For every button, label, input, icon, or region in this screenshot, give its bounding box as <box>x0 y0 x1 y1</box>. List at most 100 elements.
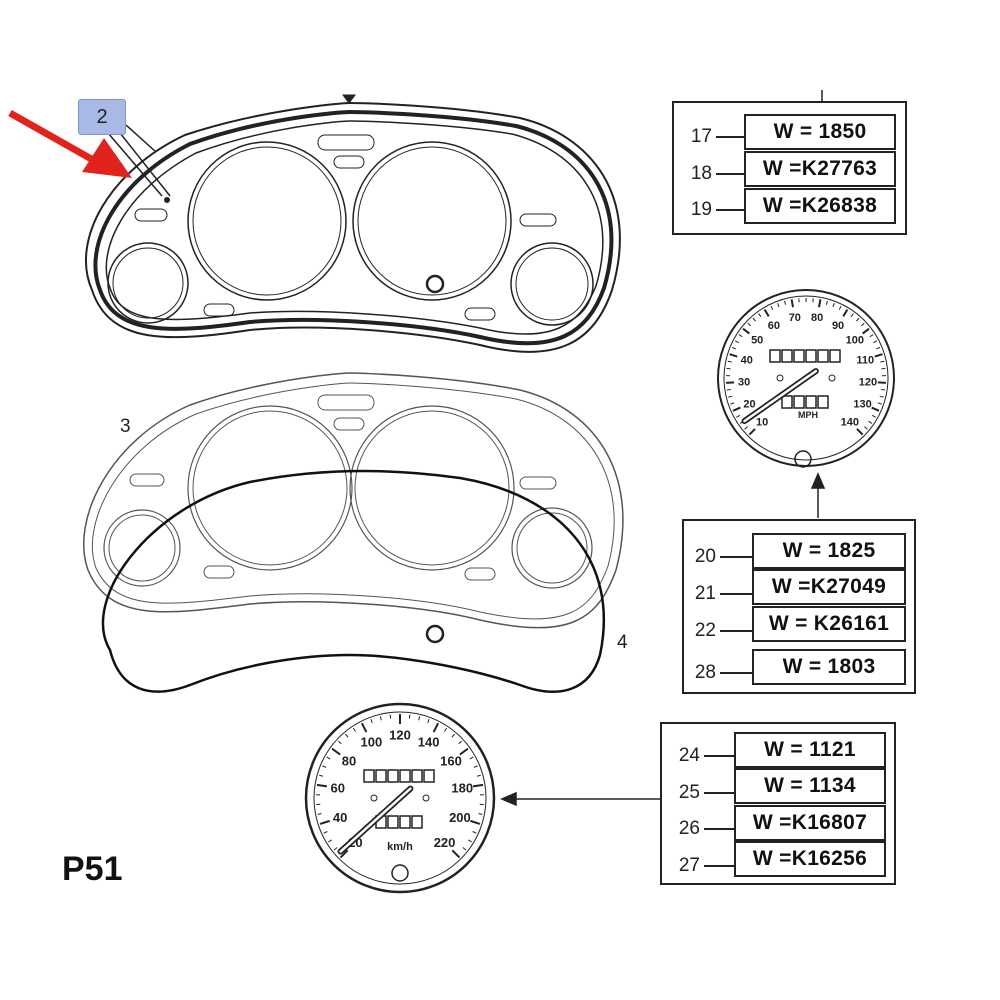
instrument-cluster-front <box>83 372 624 629</box>
gauge-minor-tick <box>856 317 860 322</box>
gauge-minor-tick <box>473 765 478 768</box>
gauge-minor-tick <box>322 765 327 768</box>
gauge-tick <box>451 849 461 859</box>
part-code-cell: W = 1121 <box>734 732 886 768</box>
seal-knob <box>425 624 445 644</box>
gauge-scale-label: 120 <box>859 377 877 389</box>
gauge-tick <box>856 428 864 436</box>
gauge-tick <box>316 783 328 788</box>
gauge-scale-label: 200 <box>449 810 471 825</box>
gauge-scale-label: 30 <box>738 377 750 389</box>
gauge-tick <box>331 747 341 756</box>
page-code: P51 <box>62 850 123 888</box>
gauge-tick <box>871 406 880 412</box>
gauge-minor-tick <box>337 740 342 745</box>
ref-tick <box>704 755 734 757</box>
odometer-digit-box <box>411 815 423 829</box>
gauge-minor-tick <box>462 847 467 851</box>
odometer-digit-box <box>793 395 805 409</box>
gauge-minor-tick <box>871 414 876 418</box>
gauge-minor-tick <box>868 420 873 424</box>
gauge-minor-tick <box>444 727 448 732</box>
part-code-cell: W = K26161 <box>752 606 906 642</box>
part-code-cell: W = 1803 <box>752 649 906 685</box>
gauge-minor-tick <box>323 831 328 834</box>
ref-tick <box>720 630 752 632</box>
odometer-digit-box <box>399 815 411 829</box>
gauge-scale-label: 120 <box>389 728 411 743</box>
gauge-needle-highlight <box>339 787 412 853</box>
gauge-minor-tick <box>451 733 455 738</box>
gauge-scale-label: 50 <box>751 335 763 347</box>
gauge-tick <box>842 309 849 317</box>
odometer-digit-box <box>363 769 375 783</box>
odometer-digit-box <box>829 349 841 363</box>
gauge-minor-tick <box>478 813 483 815</box>
part-code-cell: W =K16256 <box>734 841 886 877</box>
odometer-digit-box <box>817 349 829 363</box>
gauge-tick <box>360 722 368 733</box>
gauge-minor-tick <box>333 847 338 851</box>
odometer-digit-box <box>399 769 411 783</box>
gauge-minor-tick <box>472 831 477 834</box>
highlight-arrow <box>8 109 132 178</box>
odometer-digit-box <box>769 349 781 363</box>
gauge-tick <box>319 819 330 825</box>
ref-tick <box>720 593 752 595</box>
gauge-scale-label: 130 <box>853 398 871 410</box>
gauge-minor-tick <box>869 334 874 338</box>
part-code-group-3: 24 W = 1121 25 W = 1134 26 W =K16807 27 … <box>660 722 896 885</box>
gauge-minor-tick <box>326 756 331 760</box>
gauge-minor-tick <box>752 317 756 322</box>
gauge-scale-label: 40 <box>741 354 753 366</box>
ref-number: 20 <box>694 546 716 567</box>
ref-number: 27 <box>678 855 700 876</box>
gauge-scale-label: 80 <box>342 754 356 769</box>
odometer-digit-box <box>817 395 829 409</box>
cluster-seal <box>101 469 606 693</box>
gauge-scale-label: 160 <box>440 754 462 769</box>
gauge-minor-tick <box>744 426 748 430</box>
gauge-minor-tick <box>731 346 736 350</box>
gauge-tick <box>817 299 822 308</box>
gauge-minor-tick <box>379 716 382 721</box>
gauge-tick <box>748 428 756 436</box>
gauge-scale-label: 60 <box>331 781 345 796</box>
gauge-minor-tick <box>726 388 731 391</box>
gauge-minor-tick <box>877 402 882 405</box>
gauge-minor-tick <box>860 322 865 327</box>
ref-number: 28 <box>694 662 716 683</box>
gauge-scale-label: 90 <box>832 320 844 332</box>
gauge-tick <box>732 406 741 412</box>
gauge-minor-tick <box>352 727 356 732</box>
gauge-minor-tick <box>832 303 835 308</box>
gauge-tick <box>742 327 750 335</box>
gauge-tick <box>470 819 481 825</box>
ref-tick <box>716 136 744 138</box>
gauge-tick <box>763 309 770 317</box>
gauge-minor-tick <box>476 774 481 777</box>
part-code-cell: W = 1134 <box>734 768 886 804</box>
gauge-scale-label: 60 <box>768 320 780 332</box>
gauge-hub-mark <box>828 374 836 382</box>
gauge-minor-tick <box>777 303 780 308</box>
part-code-group-1: 17 W = 1850 18 W =K27763 19 W =K26838 <box>672 101 907 235</box>
odometer-digit-box <box>805 349 817 363</box>
ref-tick <box>716 209 744 211</box>
gauge-minor-tick <box>850 313 854 318</box>
gauge-unit-label: km/h <box>387 841 413 853</box>
gauge-minor-tick <box>873 340 878 344</box>
gauge-minor-tick <box>730 402 735 405</box>
gauge-hub-mark <box>370 794 378 802</box>
gauge-tick <box>874 353 883 358</box>
gauge-tick <box>459 747 469 756</box>
ref-number: 18 <box>690 163 712 184</box>
gauge-minor-tick <box>879 395 884 398</box>
part-code-cell: W =K27049 <box>752 569 906 605</box>
odometer-digit-box <box>781 349 793 363</box>
odometer-digit-box <box>375 769 387 783</box>
gauge-minor-tick <box>458 740 463 745</box>
ref-tick <box>720 556 752 558</box>
part-code-cell: W =K27763 <box>744 151 896 187</box>
odometer-digit-box <box>411 769 423 783</box>
